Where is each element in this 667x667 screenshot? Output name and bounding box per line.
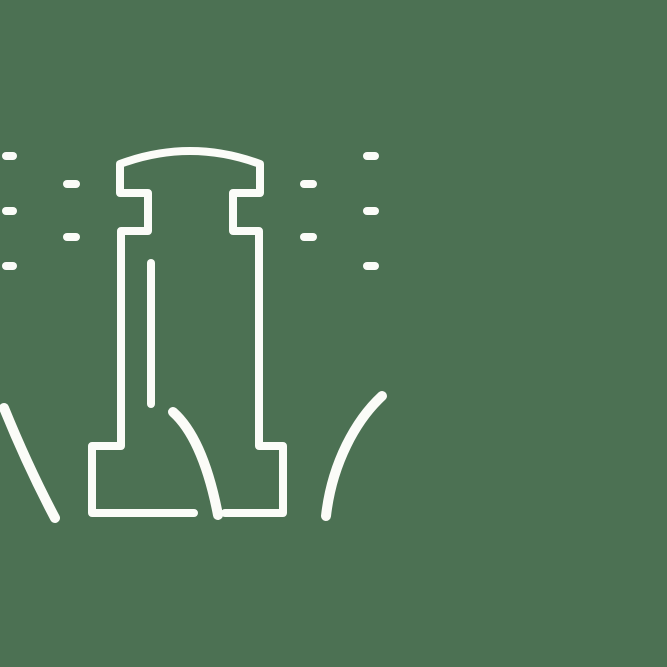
grass-blade-left: [0, 403, 60, 523]
spray-right-inner: [300, 180, 317, 241]
sprinkler-head-outline: [88, 147, 287, 517]
spray-left-inner: [63, 180, 80, 241]
sprinkler-icon-group: [0, 147, 387, 523]
grass-blade-middle: [168, 407, 223, 520]
spray-right-outer: [363, 152, 379, 270]
grass-blade-right: [321, 391, 387, 521]
spray-left-outer: [2, 152, 17, 270]
